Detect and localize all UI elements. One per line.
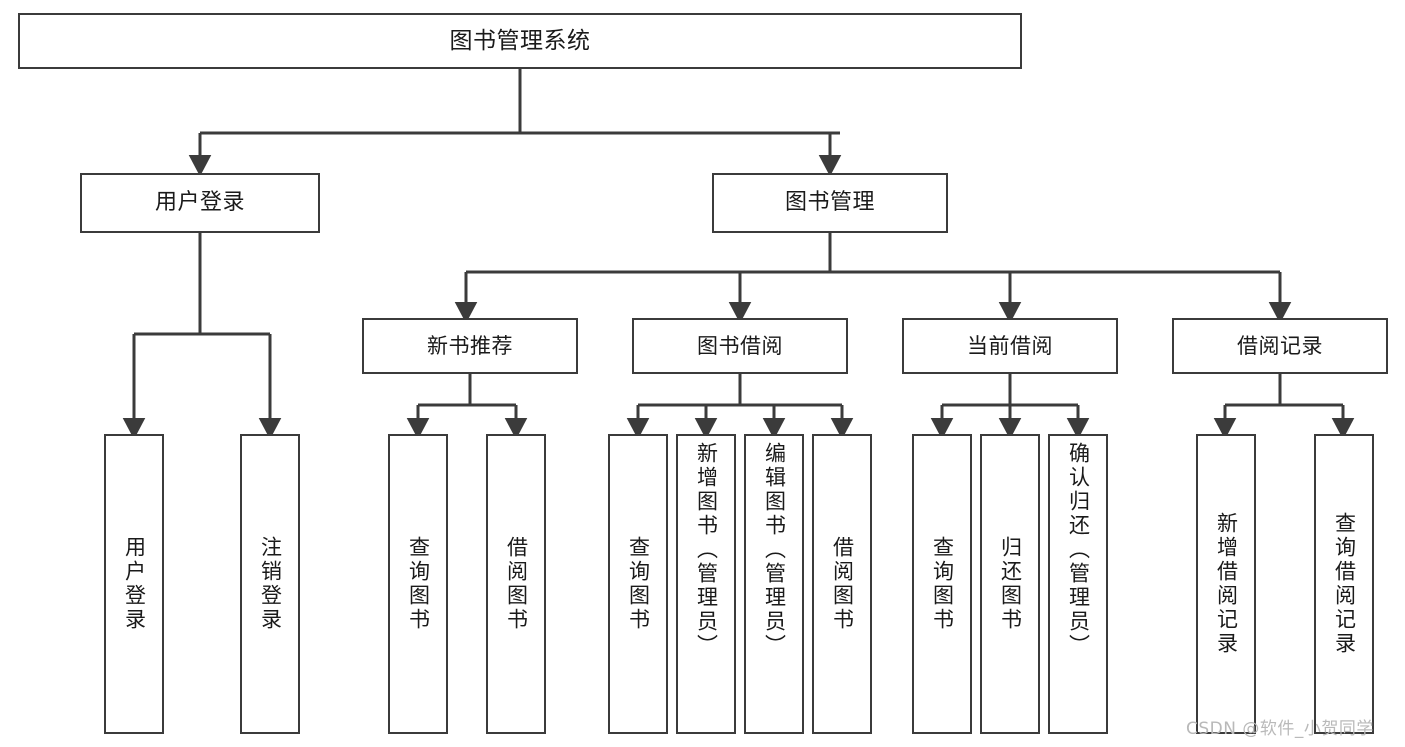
leaf-edit-book-admin[interactable]: 编辑图书（管理员） — [744, 434, 804, 734]
leaf-user-login[interactable]: 用户登录 — [104, 434, 164, 734]
node-label: 图书管理系统 — [449, 27, 591, 54]
leaf-return-book[interactable]: 归还图书 — [980, 434, 1040, 734]
node-label: 查询借阅记录 — [1332, 512, 1357, 656]
node-user-login[interactable]: 用户登录 — [80, 173, 320, 233]
node-label: 新书推荐 — [427, 333, 513, 358]
node-new-book-recommend[interactable]: 新书推荐 — [362, 318, 578, 374]
leaf-add-book-admin[interactable]: 新增图书（管理员） — [676, 434, 736, 734]
watermark-text: CSDN @软件_小贺同学 — [1186, 719, 1374, 739]
node-label: 查询图书 — [626, 536, 651, 632]
node-book-management[interactable]: 图书管理 — [712, 173, 948, 233]
node-label: 用户登录 — [122, 536, 147, 632]
node-label: 确认归还（管理员） — [1066, 442, 1091, 658]
node-label: 新增图书（管理员） — [694, 442, 719, 658]
node-label: 注销登录 — [258, 536, 283, 632]
leaf-query-borrow-record[interactable]: 查询借阅记录 — [1314, 434, 1374, 734]
node-root-system[interactable]: 图书管理系统 — [18, 13, 1022, 69]
leaf-query-book-borrow[interactable]: 查询图书 — [608, 434, 668, 734]
leaf-add-borrow-record[interactable]: 新增借阅记录 — [1196, 434, 1256, 734]
node-label: 归还图书 — [998, 536, 1023, 632]
node-current-borrow[interactable]: 当前借阅 — [902, 318, 1118, 374]
node-label: 图书管理 — [784, 190, 875, 216]
node-label: 当前借阅 — [967, 333, 1053, 358]
node-label: 用户登录 — [154, 190, 245, 216]
leaf-confirm-return-admin[interactable]: 确认归还（管理员） — [1048, 434, 1108, 734]
leaf-user-logout[interactable]: 注销登录 — [240, 434, 300, 734]
node-label: 查询图书 — [930, 536, 955, 632]
leaf-query-book-recommend[interactable]: 查询图书 — [388, 434, 448, 734]
node-label: 查询图书 — [406, 536, 431, 632]
node-label: 借阅图书 — [830, 536, 855, 632]
node-borrow-records[interactable]: 借阅记录 — [1172, 318, 1388, 374]
leaf-borrow-book-recommend[interactable]: 借阅图书 — [486, 434, 546, 734]
leaf-query-book-current[interactable]: 查询图书 — [912, 434, 972, 734]
node-label: 借阅图书 — [504, 536, 529, 632]
node-label: 新增借阅记录 — [1214, 512, 1239, 656]
node-label: 编辑图书（管理员） — [762, 442, 787, 658]
node-label: 图书借阅 — [697, 333, 783, 358]
node-book-borrow[interactable]: 图书借阅 — [632, 318, 848, 374]
leaf-borrow-book[interactable]: 借阅图书 — [812, 434, 872, 734]
node-label: 借阅记录 — [1237, 333, 1323, 358]
